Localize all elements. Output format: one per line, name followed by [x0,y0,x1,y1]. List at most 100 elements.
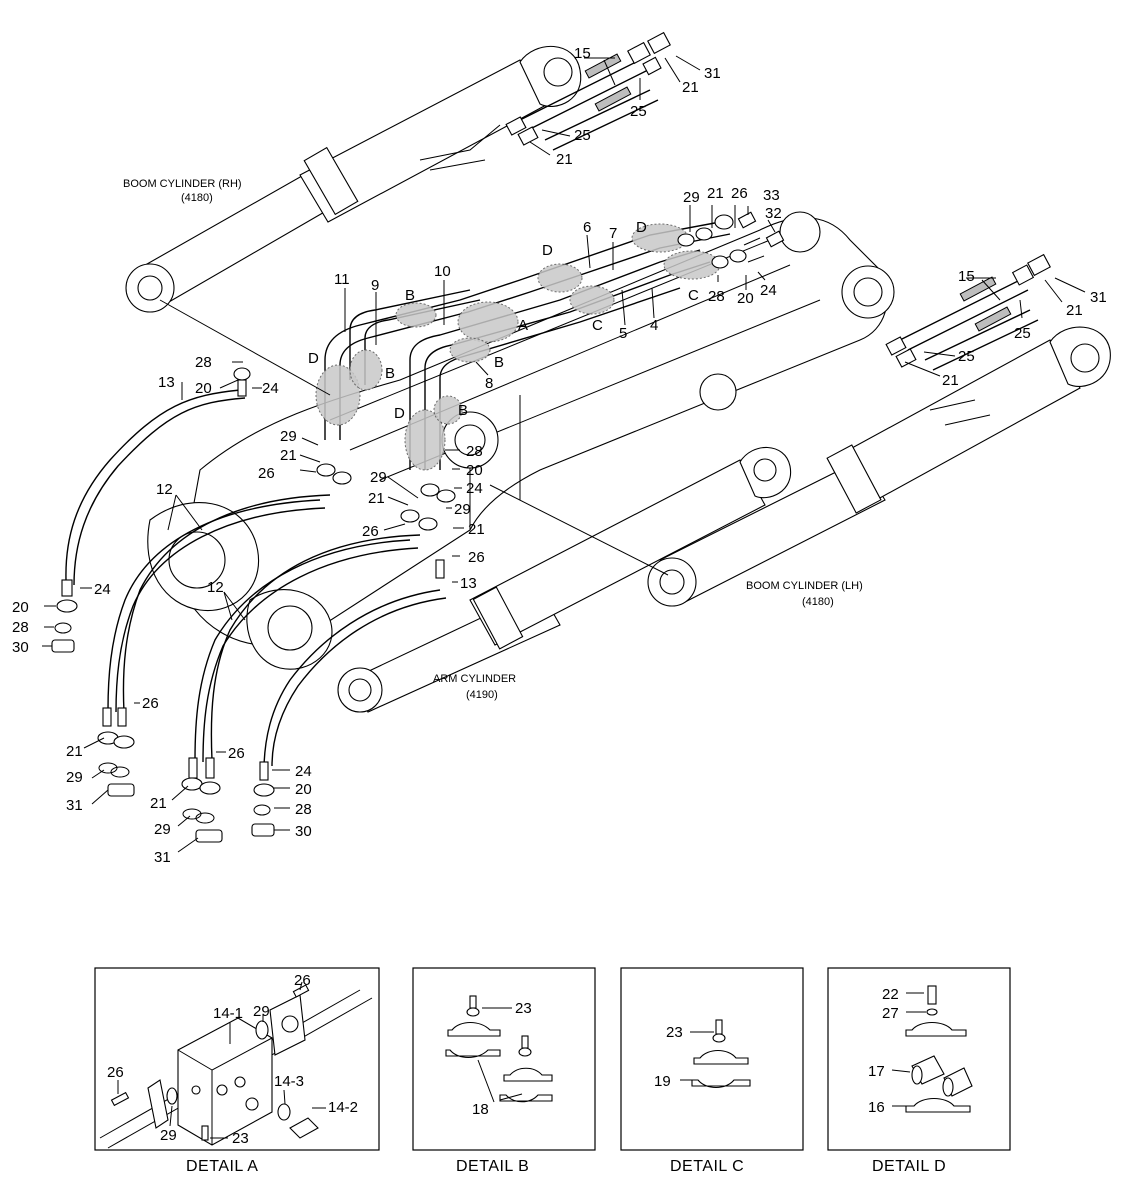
callout-21: 21 [1066,302,1083,319]
detail-d-callout-17: 17 [868,1063,885,1080]
callout-26: 26 [228,745,245,762]
detail-b-panel: 23 18 [412,967,596,1151]
hoses [65,389,447,767]
callout-12: 12 [156,481,173,498]
callout-32: 32 [765,205,782,222]
callout-13: 13 [460,575,477,592]
callout-21: 21 [468,521,485,538]
callout-26: 26 [362,523,379,540]
callout-10: 10 [434,263,451,280]
callout-29: 29 [454,501,471,518]
detail-a-title: DETAIL A [186,1158,258,1175]
boom-body [147,211,895,670]
ref-letter-a: A [518,317,528,334]
ref-letter-d: D [542,242,553,259]
arm-title: ARM CYLINDER [433,673,516,685]
ref-letter-d: D [308,350,319,367]
detail-a-callout-23: 23 [232,1130,249,1147]
ref-letter-b: B [458,402,468,419]
arm-code: (4190) [466,689,498,701]
callout-24: 24 [94,581,111,598]
detail-a-callout-29: 29 [253,1003,270,1020]
callout-25: 25 [958,348,975,365]
callout-31: 31 [704,65,721,82]
detail-b-callout-18: 18 [472,1101,489,1118]
callout-29: 29 [154,821,171,838]
callout-21: 21 [707,185,724,202]
ref-letter-b: B [385,365,395,382]
boom-lh-code: (4180) [802,596,834,608]
callout-26: 26 [258,465,275,482]
callout-29: 29 [280,428,297,445]
detail-d-callout-22: 22 [882,986,899,1003]
detail-c-panel: 23 19 [620,967,804,1151]
boom-end-fittings [677,211,785,269]
rh-boom-pipe-assembly [505,31,671,151]
callout-28: 28 [195,354,212,371]
boom-lower-fittings [233,367,456,579]
detail-a-callout-26: 26 [107,1064,124,1081]
detail-c-callout-19: 19 [654,1073,671,1090]
hose-end-fittings [51,579,275,843]
callout-12: 12 [207,579,224,596]
detail-a-callout-26: 26 [294,972,311,989]
callout-20: 20 [737,290,754,307]
callout-20: 20 [12,599,29,616]
callout-28: 28 [708,288,725,305]
detail-c-callout-23: 23 [666,1024,683,1041]
callout-21: 21 [66,743,83,760]
detail-a-callout-29: 29 [160,1127,177,1144]
boom-cylinder-lh [647,326,1111,607]
callout-25: 25 [1014,325,1031,342]
callout-15: 15 [958,268,975,285]
callout-26: 26 [142,695,159,712]
boom-cylinder-rh [125,45,582,313]
callout-21: 21 [368,490,385,507]
ref-letter-d: D [636,219,647,236]
callout-5: 5 [619,325,627,342]
callout-9: 9 [371,277,379,294]
lh-boom-pipe-assembly [885,253,1051,371]
callout-33: 33 [763,187,780,204]
detail-c-title: DETAIL C [670,1158,744,1175]
boom-rh-title: BOOM CYLINDER (RH) [123,178,242,190]
callout-4: 4 [650,317,658,334]
callout-21: 21 [556,151,573,168]
callout-21: 21 [682,79,699,96]
ref-letter-b: B [405,287,415,304]
callout-30: 30 [12,639,29,656]
callout-24: 24 [760,282,777,299]
detail-b-title: DETAIL B [456,1158,529,1175]
boom-lh-title: BOOM CYLINDER (LH) [746,580,863,592]
callout-25: 25 [630,103,647,120]
leader-lines [42,55,1086,853]
callout-26: 26 [468,549,485,566]
detail-a-callout-14-3: 14-3 [274,1073,304,1090]
detail-d-callout-27: 27 [882,1005,899,1022]
callout-28: 28 [466,443,483,460]
ref-letter-b: B [494,354,504,371]
callout-31: 31 [154,849,171,866]
boom-rh-code: (4180) [181,192,213,204]
callout-11: 11 [334,271,350,288]
callout-31: 31 [1090,289,1107,306]
callout-20: 20 [295,781,312,798]
detail-a-callout-14-1: 14-1 [213,1005,243,1022]
detail-b-callout-23: 23 [515,1000,532,1017]
callout-30: 30 [295,823,312,840]
arm-cylinder [337,446,792,713]
ref-letter-d: D [394,405,405,422]
callout-20: 20 [195,380,212,397]
callout-24: 24 [466,480,483,497]
callout-21: 21 [942,372,959,389]
callout-24: 24 [295,763,312,780]
callout-29: 29 [683,189,700,206]
clamp-highlights [315,223,721,471]
callout-29: 29 [370,469,387,486]
callout-6: 6 [583,219,591,236]
callout-24: 24 [262,380,279,397]
callout-20: 20 [466,462,483,479]
detail-d-title: DETAIL D [872,1158,946,1175]
callout-31: 31 [66,797,83,814]
